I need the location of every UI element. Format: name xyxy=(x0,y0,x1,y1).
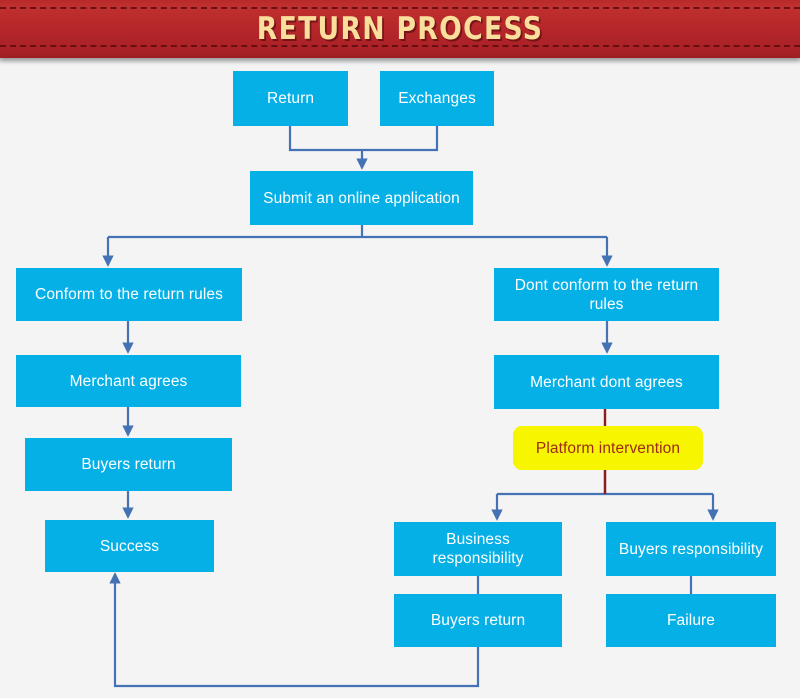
edge-feedback-loop-to-success xyxy=(109,572,480,688)
node-label: Buyers return xyxy=(430,612,526,629)
edge-return-to-merge xyxy=(288,126,362,152)
node-label: Business responsibility xyxy=(432,531,524,567)
node-label: Conform to the return rules xyxy=(35,286,223,303)
node-label: Merchant agrees xyxy=(69,372,188,390)
node-merchant-agrees[interactable]: Merchant agrees xyxy=(16,355,241,407)
node-buyers-return-middle[interactable]: Buyers return xyxy=(394,594,562,647)
node-label: Exchanges xyxy=(398,90,476,107)
node-submit-online-application[interactable]: Submit an online application xyxy=(250,171,473,225)
node-label: Return xyxy=(266,90,315,107)
node-label: Merchant dont agrees xyxy=(530,373,683,391)
node-business-responsibility[interactable]: Business responsibility xyxy=(394,522,562,576)
node-label: Dont conform to the return rules xyxy=(514,276,699,313)
header-banner: RETURN PROCESS xyxy=(0,0,800,58)
connector-layer xyxy=(102,126,719,688)
node-buyers-responsibility[interactable]: Buyers responsibility xyxy=(606,522,776,576)
node-conform-to-return-rules[interactable]: Conform to the return rules xyxy=(16,268,242,321)
node-exchanges[interactable]: Exchanges xyxy=(380,71,494,126)
node-label: Failure xyxy=(666,612,716,629)
flowchart-diagram: Return Exchanges Submit an online applic… xyxy=(0,58,800,698)
node-success[interactable]: Success xyxy=(45,520,214,572)
node-label: Platform intervention xyxy=(535,439,681,457)
page-title: RETURN PROCESS xyxy=(256,11,544,47)
banner-drop-shadow xyxy=(0,58,800,64)
edge-exchanges-to-merge xyxy=(362,126,439,152)
node-merchant-dont-agrees[interactable]: Merchant dont agrees xyxy=(494,355,719,409)
node-buyers-return-left[interactable]: Buyers return xyxy=(25,438,232,491)
node-failure[interactable]: Failure xyxy=(606,594,776,647)
node-return[interactable]: Return xyxy=(233,71,348,126)
node-dont-conform-to-return-rules[interactable]: Dont conform to the return rules xyxy=(494,268,719,321)
node-label: Success xyxy=(99,537,160,555)
node-platform-intervention[interactable]: Platform intervention xyxy=(513,426,703,470)
node-label: Submit an online application xyxy=(263,189,460,207)
node-label: Buyers responsibility xyxy=(618,540,764,558)
node-label: Buyers return xyxy=(81,456,176,473)
